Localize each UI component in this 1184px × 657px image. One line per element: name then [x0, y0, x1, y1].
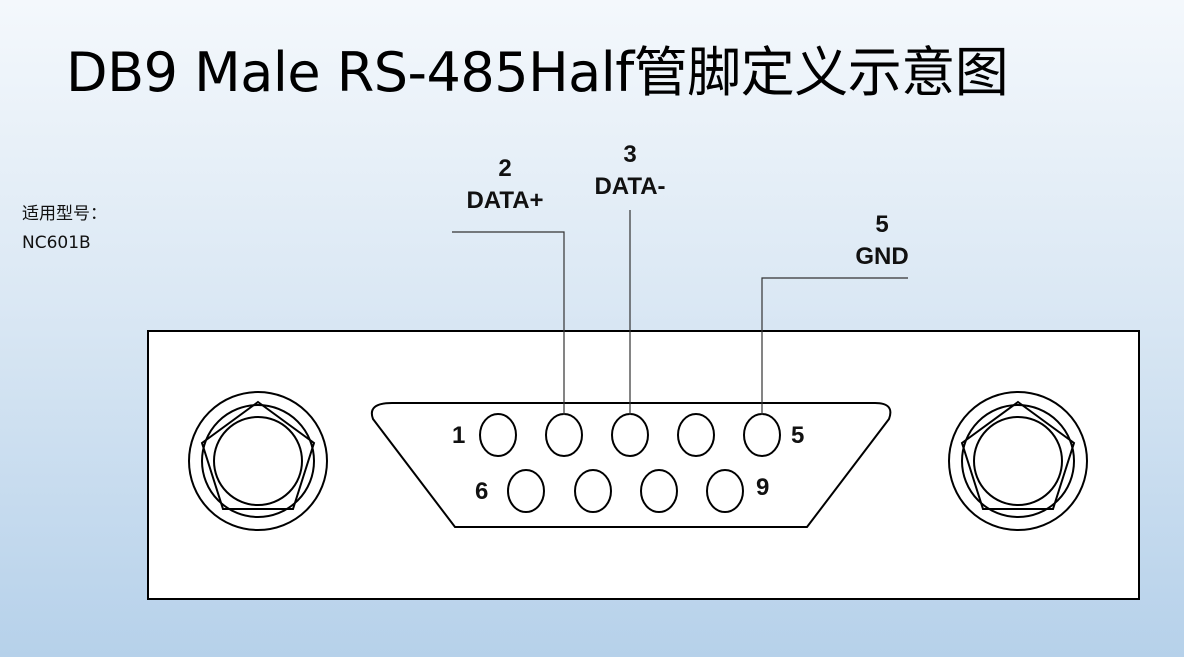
model-info: 适用型号： NC601B	[22, 200, 107, 258]
right-screw-icon	[948, 391, 1088, 531]
callout-pin-3: 3 DATA-	[574, 139, 686, 203]
model-label: 适用型号：	[22, 204, 107, 224]
callout-pin-5-signal: GND	[855, 243, 909, 270]
page-title: DB9 Male RS-485Half管脚定义示意图	[66, 41, 1009, 104]
pin-1	[479, 413, 517, 457]
callout-pin-5-number: 5	[875, 211, 889, 238]
pin-label-6: 6	[475, 478, 489, 505]
leader-line-pin-2	[452, 231, 565, 415]
callout-pin-3-number: 3	[623, 141, 637, 168]
callout-pin-2: 2 DATA+	[449, 153, 561, 217]
pin-5	[743, 413, 781, 457]
pin-6	[507, 469, 545, 513]
pin-3	[611, 413, 649, 457]
bottom-pin-row	[507, 469, 744, 513]
top-pin-row	[479, 413, 781, 457]
callout-pin-2-number: 2	[498, 155, 512, 182]
pin-2	[545, 413, 583, 457]
leader-line-pin-5	[761, 277, 908, 415]
pin-label-9: 9	[756, 474, 770, 501]
pin-9	[706, 469, 744, 513]
pin-7	[574, 469, 612, 513]
callout-pin-5: 5 GND	[826, 209, 938, 273]
pin-label-5: 5	[791, 422, 805, 449]
callout-pin-3-signal: DATA-	[594, 173, 666, 200]
model-value: NC601B	[22, 233, 91, 253]
left-screw-icon	[188, 391, 328, 531]
pin-label-1: 1	[452, 422, 466, 449]
pin-8	[640, 469, 678, 513]
pin-4	[677, 413, 715, 457]
callout-pin-2-signal: DATA+	[466, 187, 544, 214]
